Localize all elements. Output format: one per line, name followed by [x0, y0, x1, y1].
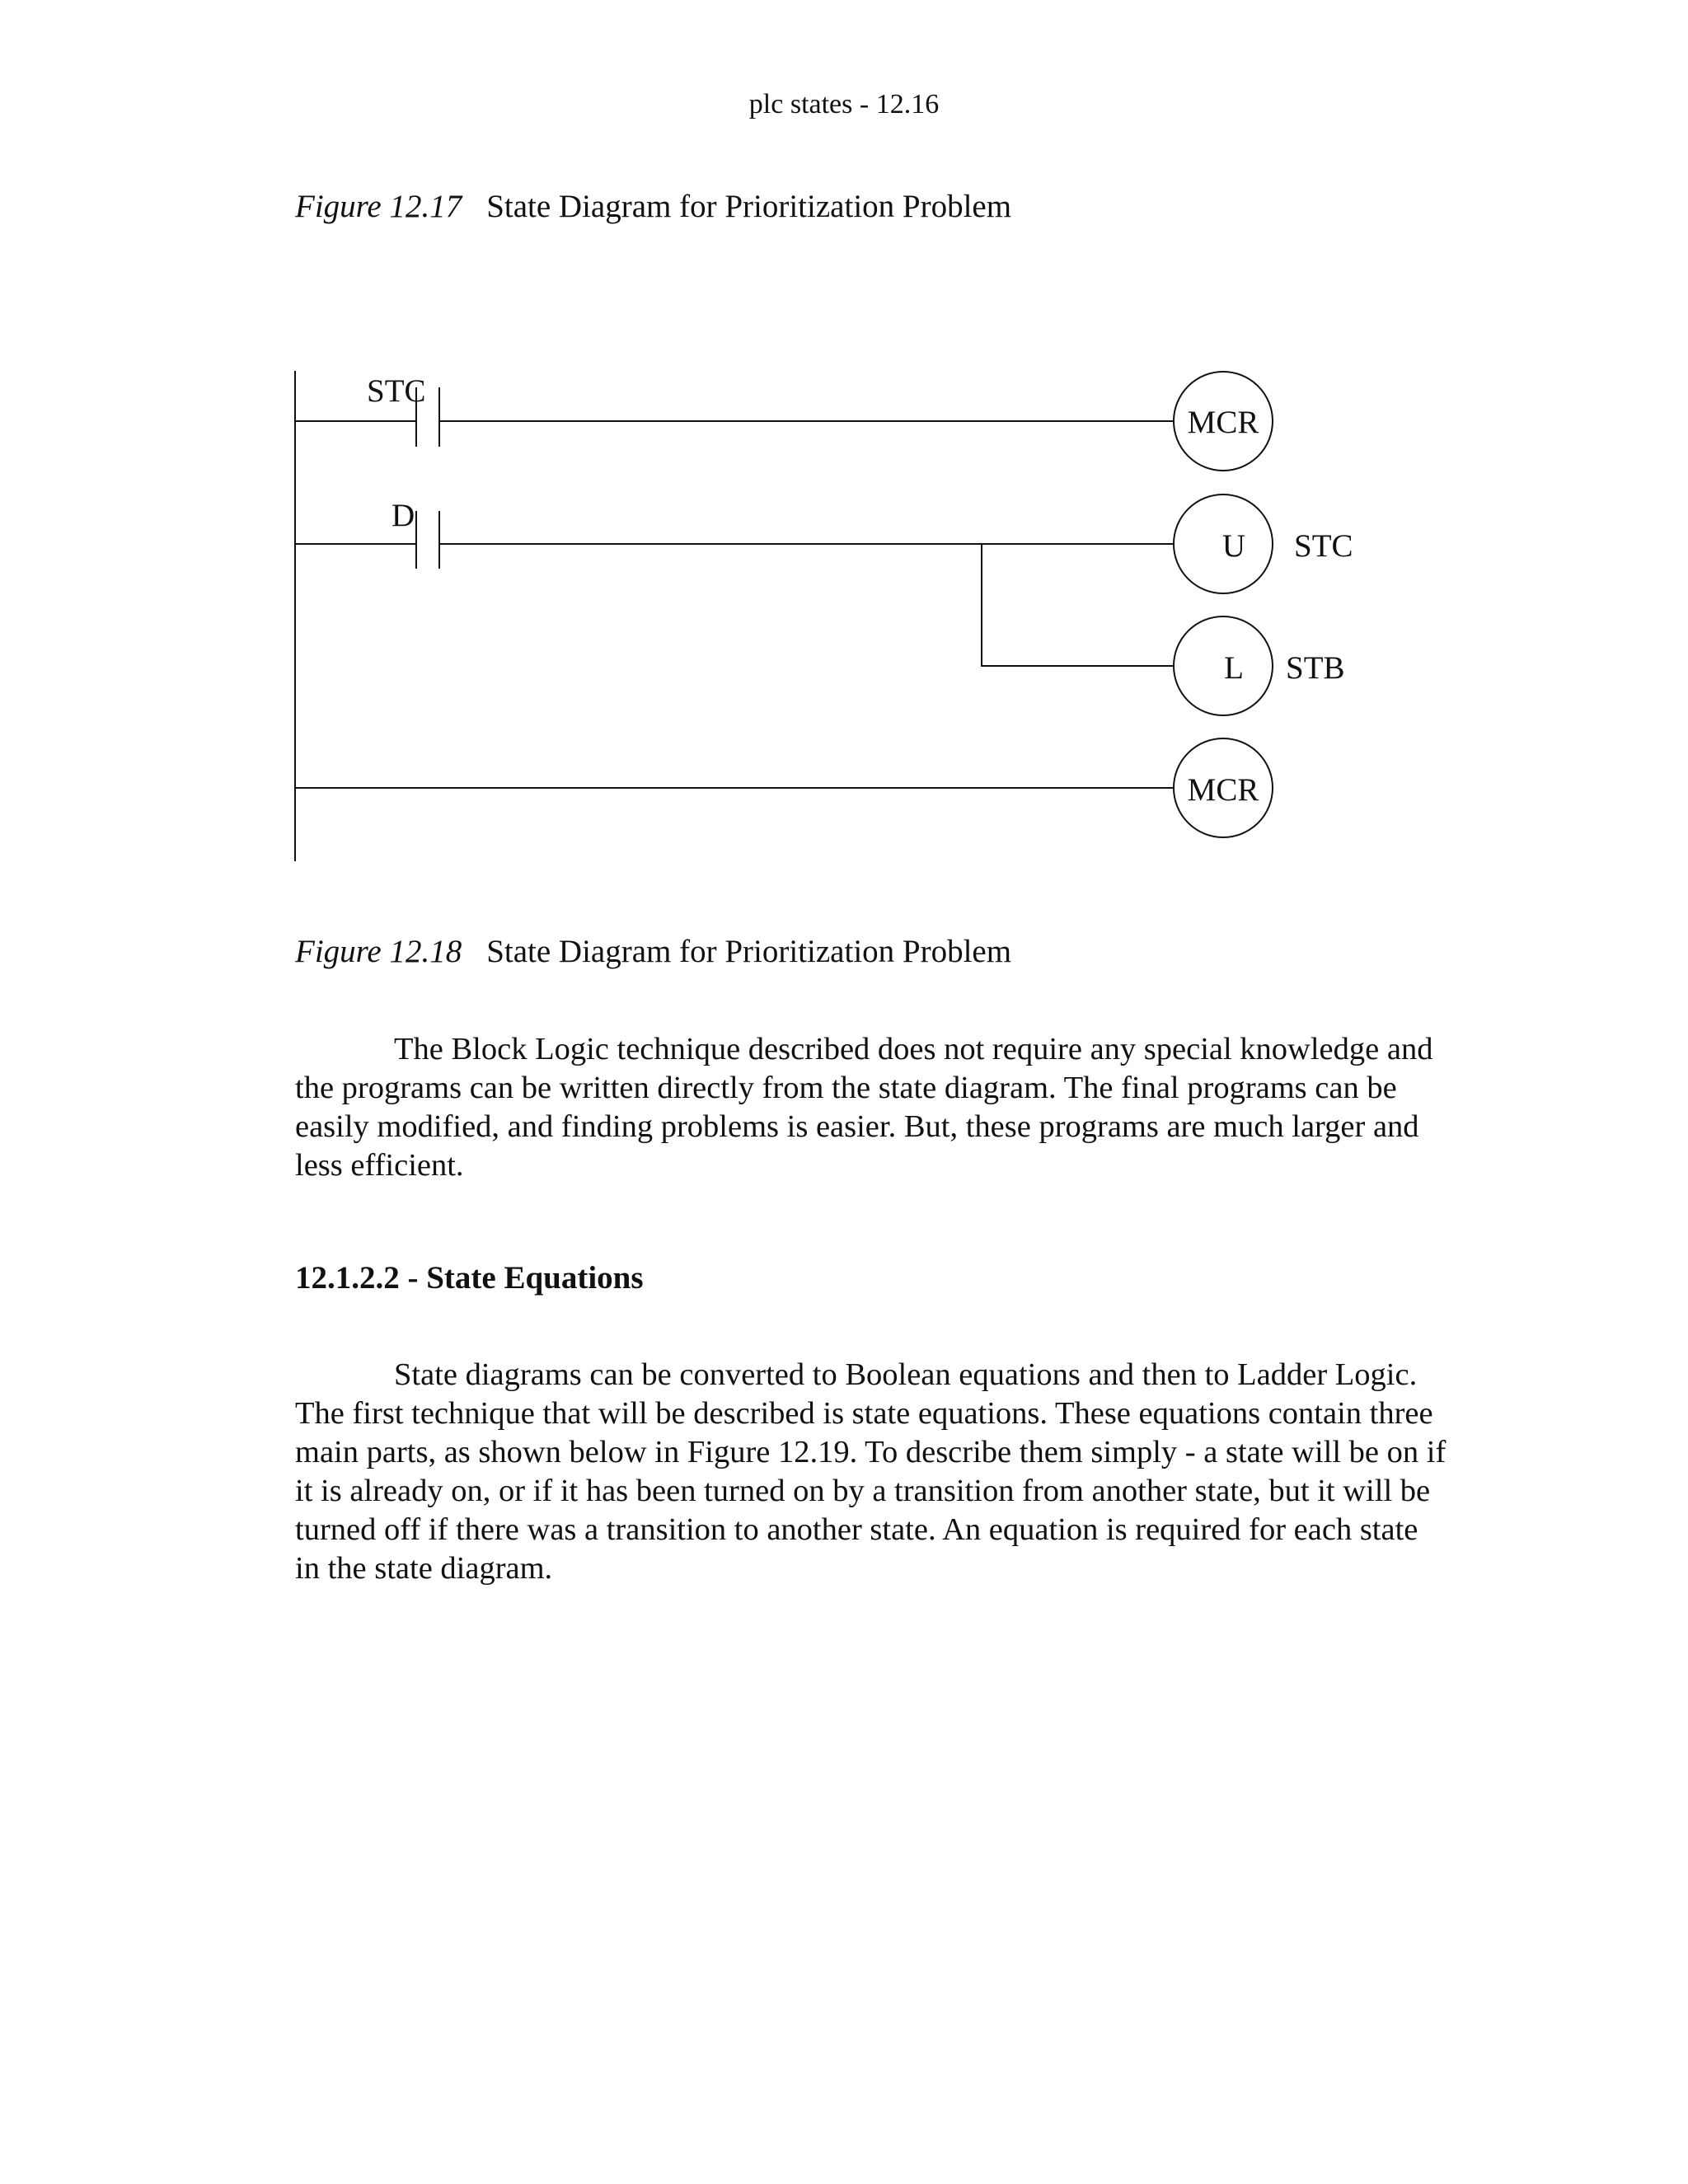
rung-2-branch-wire: [981, 544, 1174, 667]
coil-mcr-1-label: MCR: [1188, 405, 1259, 440]
figure-number: Figure 12.18: [295, 934, 462, 969]
coil-mcr-2: [1173, 738, 1273, 838]
figure-title: State Diagram for Prioritization Problem: [486, 189, 1012, 224]
paragraph-state-equations: State diagrams can be converted to Boole…: [295, 1357, 1447, 1586]
coil-latch: [1173, 616, 1273, 716]
coil-unlatch-letter: U: [1222, 528, 1245, 564]
coil-mcr-2-label: MCR: [1188, 772, 1259, 808]
contact-stc-label: STC: [367, 373, 426, 409]
coil-unlatch: [1173, 494, 1273, 594]
figure-title: State Diagram for Prioritization Problem: [486, 934, 1012, 969]
coil-latch-tag: STB: [1286, 650, 1345, 686]
page-header: plc states - 12.16: [748, 89, 940, 120]
coil-mcr-1: [1173, 371, 1273, 471]
figure-12-18-caption: Figure 12.18 State Diagram for Prioritiza…: [295, 933, 1011, 970]
paragraph-block-logic: The Block Logic technique described does…: [295, 1032, 1433, 1183]
coil-latch-letter: L: [1224, 650, 1244, 686]
contact-d-label: D: [392, 498, 415, 533]
figure-number: Figure 12.17: [295, 189, 462, 224]
ladder-diagram: STC MCR D U STC L STB MCR: [294, 371, 1353, 861]
coil-unlatch-tag: STC: [1294, 528, 1353, 564]
figure-12-17-caption: Figure 12.17 State Diagram for Prioritiza…: [295, 188, 1011, 225]
section-heading: 12.1.2.2 - State Equations: [295, 1260, 644, 1296]
